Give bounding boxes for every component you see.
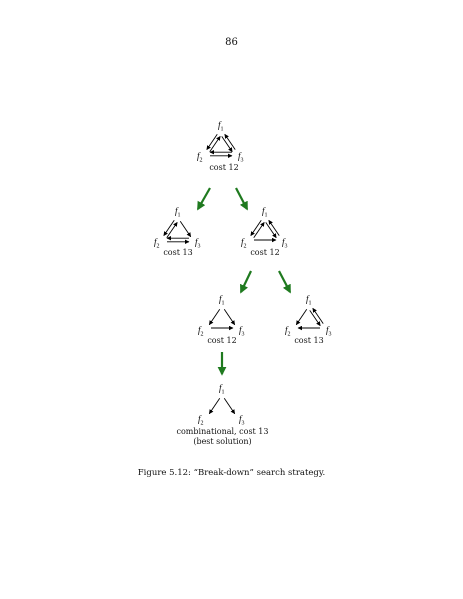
edge-f1-f3 — [179, 221, 192, 238]
edge-f1-f2 — [163, 220, 175, 237]
edge-f1-f2 — [250, 220, 262, 237]
node-6-graph: f1 f2 f3 — [198, 383, 245, 427]
edge-f2-f1 — [253, 221, 265, 238]
f1-label: f1 — [175, 206, 181, 219]
edge-f1-f3 — [265, 222, 277, 239]
f2-label: f2 — [198, 325, 204, 338]
search-arrows — [197, 187, 291, 376]
figure-caption: Figure 5.12: “Break-down” search strateg… — [137, 468, 326, 478]
edge-f3-f1 — [312, 307, 324, 324]
f2-label: f2 — [241, 237, 247, 250]
search-arrow-3 — [240, 270, 252, 294]
node-5-cost-label: cost 13 — [294, 336, 324, 345]
f3-label: f3 — [195, 237, 201, 250]
f3-label: f3 — [239, 325, 245, 338]
edge-f1-f2 — [295, 309, 308, 326]
f1-label: f1 — [306, 294, 312, 307]
search-arrow-2 — [235, 187, 248, 211]
search-arrow-1 — [197, 187, 211, 211]
edge-f3-f1 — [268, 219, 280, 236]
node-1-graph: f1 f2 f3 — [197, 120, 244, 164]
node-3-graph: f1 f2 f3 — [241, 206, 288, 250]
node-4-graph: f1 f2 f3 — [198, 294, 245, 338]
node-1-cost-label: cost 12 — [209, 163, 239, 172]
edge-f2-f1 — [209, 135, 221, 152]
search-arrow-4 — [278, 270, 291, 294]
node-2-cost-label: cost 13 — [163, 248, 193, 257]
edge-f1-f3 — [221, 136, 233, 153]
f2-label: f2 — [154, 237, 160, 250]
f3-label: f3 — [282, 237, 288, 250]
node-4-cost-label: cost 12 — [207, 336, 237, 345]
f2-label: f2 — [198, 414, 204, 427]
node-3-cost-label: cost 12 — [250, 248, 280, 257]
f1-label: f1 — [262, 206, 268, 219]
edge-f1-f3 — [223, 309, 236, 326]
f2-label: f2 — [197, 151, 203, 164]
edge-f1-f3 — [223, 398, 236, 415]
f1-label: f1 — [219, 294, 225, 307]
node-2-graph: f1 f2 f3 — [154, 206, 201, 250]
node-6-label-line1: combinational, cost 13 — [176, 427, 269, 436]
edge-f2-f1 — [166, 221, 178, 238]
edge-f1-f2 — [208, 398, 221, 415]
node-6-label-line2: (best solution) — [193, 437, 252, 446]
edge-f1-f2 — [208, 309, 221, 326]
edge-f3-f1 — [224, 133, 236, 150]
edge-f1-f3 — [309, 310, 321, 327]
edge-f1-f2 — [206, 134, 218, 151]
node-5-graph: f1 f2 f3 — [285, 294, 332, 338]
f3-label: f3 — [238, 151, 244, 164]
f1-label: f1 — [218, 120, 224, 133]
f2-label: f2 — [285, 325, 291, 338]
f1-label: f1 — [219, 383, 225, 396]
f3-label: f3 — [326, 325, 332, 338]
f3-label: f3 — [239, 414, 245, 427]
node-graphs: f1 f2 f3 f1 f2 f3 f1 f2 f3 f1 f2 f3 f1 f2 f3 f1 f2 f3 — [154, 120, 332, 427]
page-number: 86 — [225, 37, 238, 48]
